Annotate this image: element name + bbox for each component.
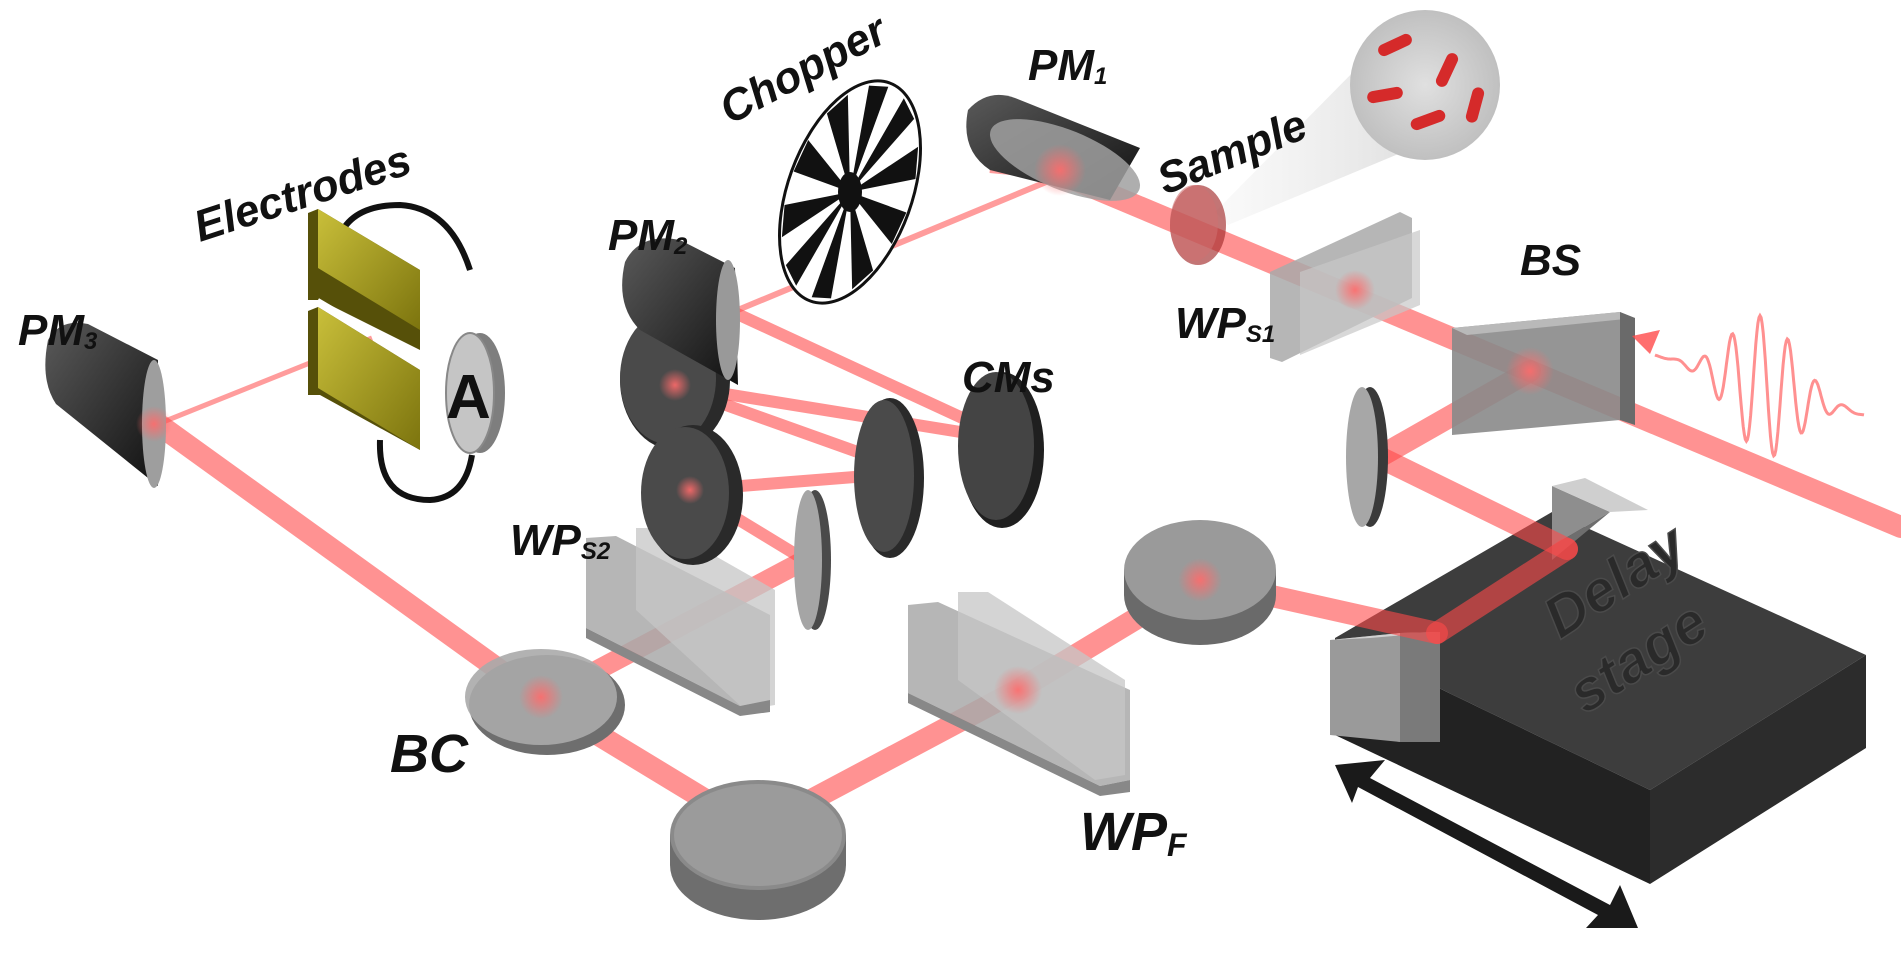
chopper-slot bbox=[850, 192, 874, 290]
delay-stage: Delay stage bbox=[1335, 510, 1866, 884]
electrodes bbox=[308, 209, 422, 450]
chopper-slot bbox=[850, 146, 919, 192]
wave-plate-ws2 bbox=[586, 528, 775, 716]
vertical-optic-left bbox=[794, 490, 831, 630]
parabolic-mirror-pm3 bbox=[45, 322, 172, 488]
chopper-wheel bbox=[778, 79, 922, 305]
turning-mirror-center bbox=[1124, 520, 1276, 645]
wave-plate-ws1 bbox=[1270, 212, 1420, 362]
ammeter: A bbox=[445, 332, 505, 454]
chopper-slot bbox=[850, 85, 889, 192]
curved-mirror-2 bbox=[641, 425, 743, 565]
red-cell bbox=[1367, 86, 1403, 104]
wps2-label: WPS2 bbox=[510, 516, 611, 565]
chopper-slot bbox=[781, 192, 850, 238]
red-cell bbox=[1378, 33, 1412, 57]
red-cell bbox=[1410, 109, 1446, 131]
wps1-label: WPS1 bbox=[1175, 299, 1275, 348]
stage-motion-arrow bbox=[1335, 760, 1638, 928]
pm1-label: PM1 bbox=[1028, 41, 1107, 90]
thz-pulse-waveform bbox=[1632, 312, 1865, 459]
vertical-optic-right bbox=[1346, 387, 1388, 527]
chopper-slot bbox=[811, 192, 850, 299]
bottom-mirror bbox=[670, 780, 846, 920]
chopper-slot bbox=[793, 139, 850, 192]
bs-label: BS bbox=[1520, 236, 1581, 285]
parabolic-mirror-pm2 bbox=[622, 238, 740, 385]
beam-combiner bbox=[465, 649, 625, 755]
electrode-circuit bbox=[335, 201, 475, 504]
wpf-label: WPF bbox=[1080, 802, 1188, 863]
bc-label: BC bbox=[390, 724, 469, 784]
red-cell bbox=[1435, 53, 1459, 87]
parabolic-mirror-pm1 bbox=[966, 94, 1141, 201]
curved-mirror-4 bbox=[958, 372, 1044, 528]
red-cells bbox=[1367, 33, 1485, 131]
red-cell bbox=[1465, 87, 1485, 123]
electrodes-label: Electrodes bbox=[188, 135, 417, 251]
sample-magnifier bbox=[1350, 10, 1500, 160]
chopper-slot bbox=[850, 192, 907, 245]
chopper-slot bbox=[826, 94, 850, 192]
curved-mirror-3 bbox=[854, 398, 924, 558]
cms-label: CMs bbox=[962, 353, 1055, 402]
pm2-label: PM2 bbox=[608, 211, 688, 260]
beam-splitter bbox=[1452, 312, 1635, 435]
chopper-hub bbox=[838, 172, 862, 212]
pm3-label: PM3 bbox=[18, 306, 98, 355]
sample bbox=[1170, 185, 1226, 265]
retro-prism-bottom bbox=[1330, 632, 1440, 742]
wave-plate-wf bbox=[908, 592, 1130, 796]
chopper-slot bbox=[850, 98, 915, 192]
ammeter-symbol: A bbox=[446, 363, 491, 432]
chopper-slot bbox=[785, 192, 850, 286]
